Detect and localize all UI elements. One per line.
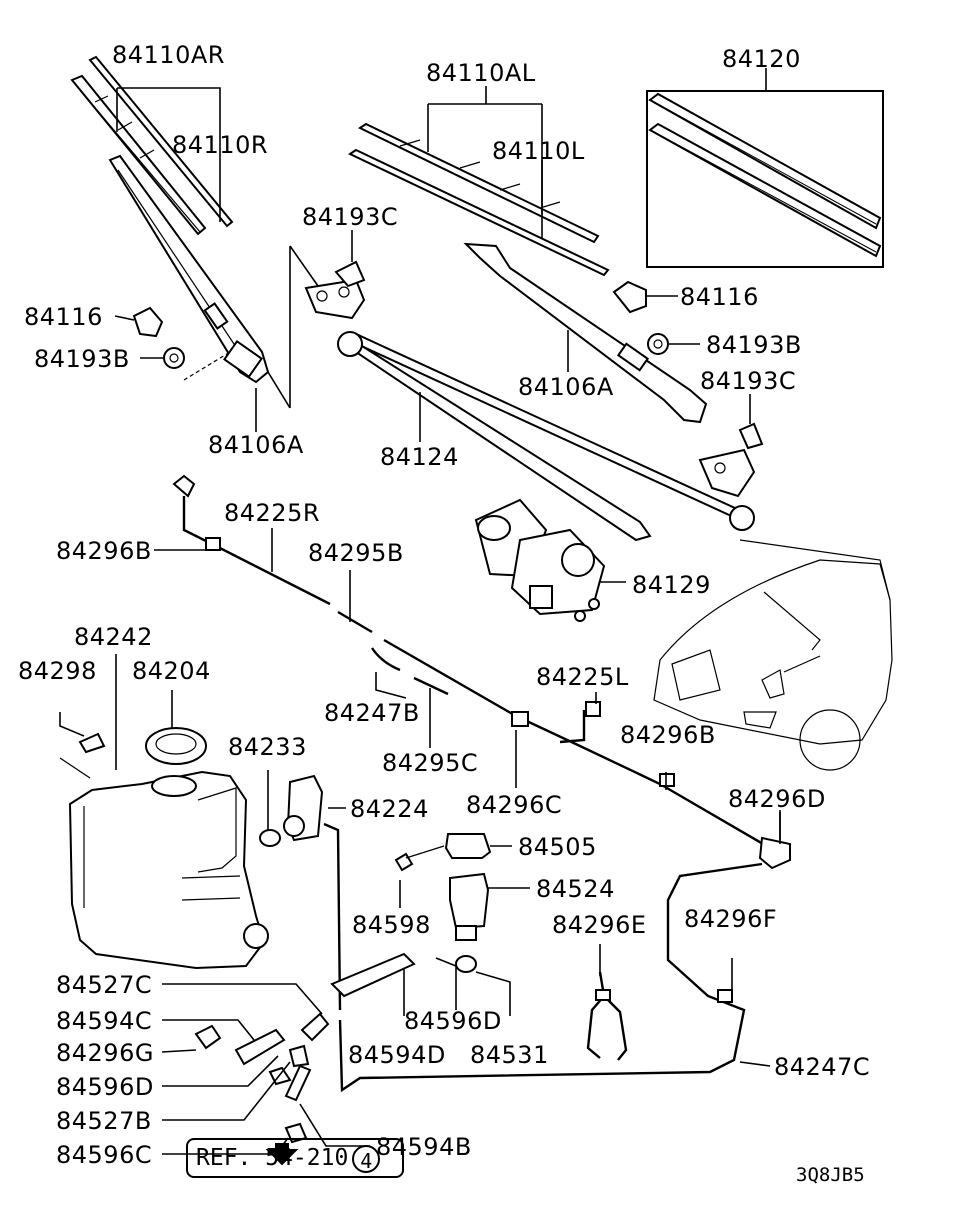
callout-84106A-left: 84106A [208,431,304,459]
callout-84298: 84298 [18,657,97,685]
callout-84193B-right: 84193B [706,331,802,359]
callout-84193B-left: 84193B [34,345,130,373]
pivot-cap-right [612,280,647,314]
callout-84242: 84242 [74,623,153,651]
callout-84193C-top: 84193C [302,203,399,231]
callout-84505: 84505 [518,833,597,861]
callout-84296F: 84296F [684,905,778,933]
nut-left [163,347,185,369]
callout-84233: 84233 [228,733,307,761]
washer-tank [68,727,269,970]
callout-84594D: 84594D [348,1041,446,1069]
callout-84594C: 84594C [56,1007,153,1035]
callout-84193C-right: 84193C [700,367,797,395]
reference-circle-number: 4 [352,1144,381,1173]
left-wiper-blade [70,55,234,236]
callout-84247B: 84247B [324,699,420,727]
grommet [259,829,281,847]
right-wiper-blade [347,122,610,277]
washer-pump-assembly [394,833,492,973]
callout-84110AR: 84110AR [112,41,225,69]
callout-84224: 84224 [350,795,429,823]
callout-84296B-right: 84296B [620,721,716,749]
left-wiper-arm [108,154,270,384]
vehicle-silhouette [653,539,893,771]
callout-84120: 84120 [722,45,801,73]
callout-84527B: 84527B [56,1107,152,1135]
callout-84116-left: 84116 [24,303,103,331]
washer-hose-system [172,474,791,1093]
callout-84110L: 84110L [492,137,585,165]
callout-84116-right: 84116 [680,283,759,311]
callout-84527C: 84527C [56,971,153,999]
callout-84225R: 84225R [224,499,321,527]
washer-pump-motor [283,774,324,842]
callout-84204: 84204 [132,657,211,685]
callout-84296G: 84296G [56,1039,154,1067]
reference-text: REF. 54-210 [196,1145,349,1171]
callout-84296E: 84296E [552,911,647,939]
leader-84120 [765,68,767,92]
right-wiper-arm [463,242,708,424]
callout-84531: 84531 [470,1041,549,1069]
callout-84295B: 84295B [308,539,404,567]
callout-84598: 84598 [352,911,431,939]
callout-84106A-right: 84106A [518,373,614,401]
lower-hoses [194,952,416,1144]
wiper-motor [474,498,606,622]
callout-84129: 84129 [632,571,711,599]
tank-screw [78,732,106,754]
blade-refill-box [646,90,884,268]
callout-84596D: 84596D [404,1007,502,1035]
callout-84110R: 84110R [172,131,269,159]
callout-84225L: 84225L [536,663,629,691]
callout-84596C: 84596C [56,1141,153,1169]
callout-84295C: 84295C [382,749,479,777]
reference-arrow [265,1143,299,1166]
callout-84124: 84124 [380,443,459,471]
callout-84596D-b: 84596D [56,1073,154,1101]
callout-84524: 84524 [536,875,615,903]
callout-84110AL: 84110AL [426,59,536,87]
callout-84296D: 84296D [728,785,826,813]
pivot-cap-left [132,306,164,338]
hose-clip-e [586,971,628,1061]
nut-right [647,333,669,355]
callout-84296C: 84296C [466,791,563,819]
callout-84247C: 84247C [774,1053,871,1081]
wiper-linkage [304,260,764,542]
callout-84296B-left: 84296B [56,537,152,565]
diagram-code: 3Q8JB5 [796,1164,865,1186]
